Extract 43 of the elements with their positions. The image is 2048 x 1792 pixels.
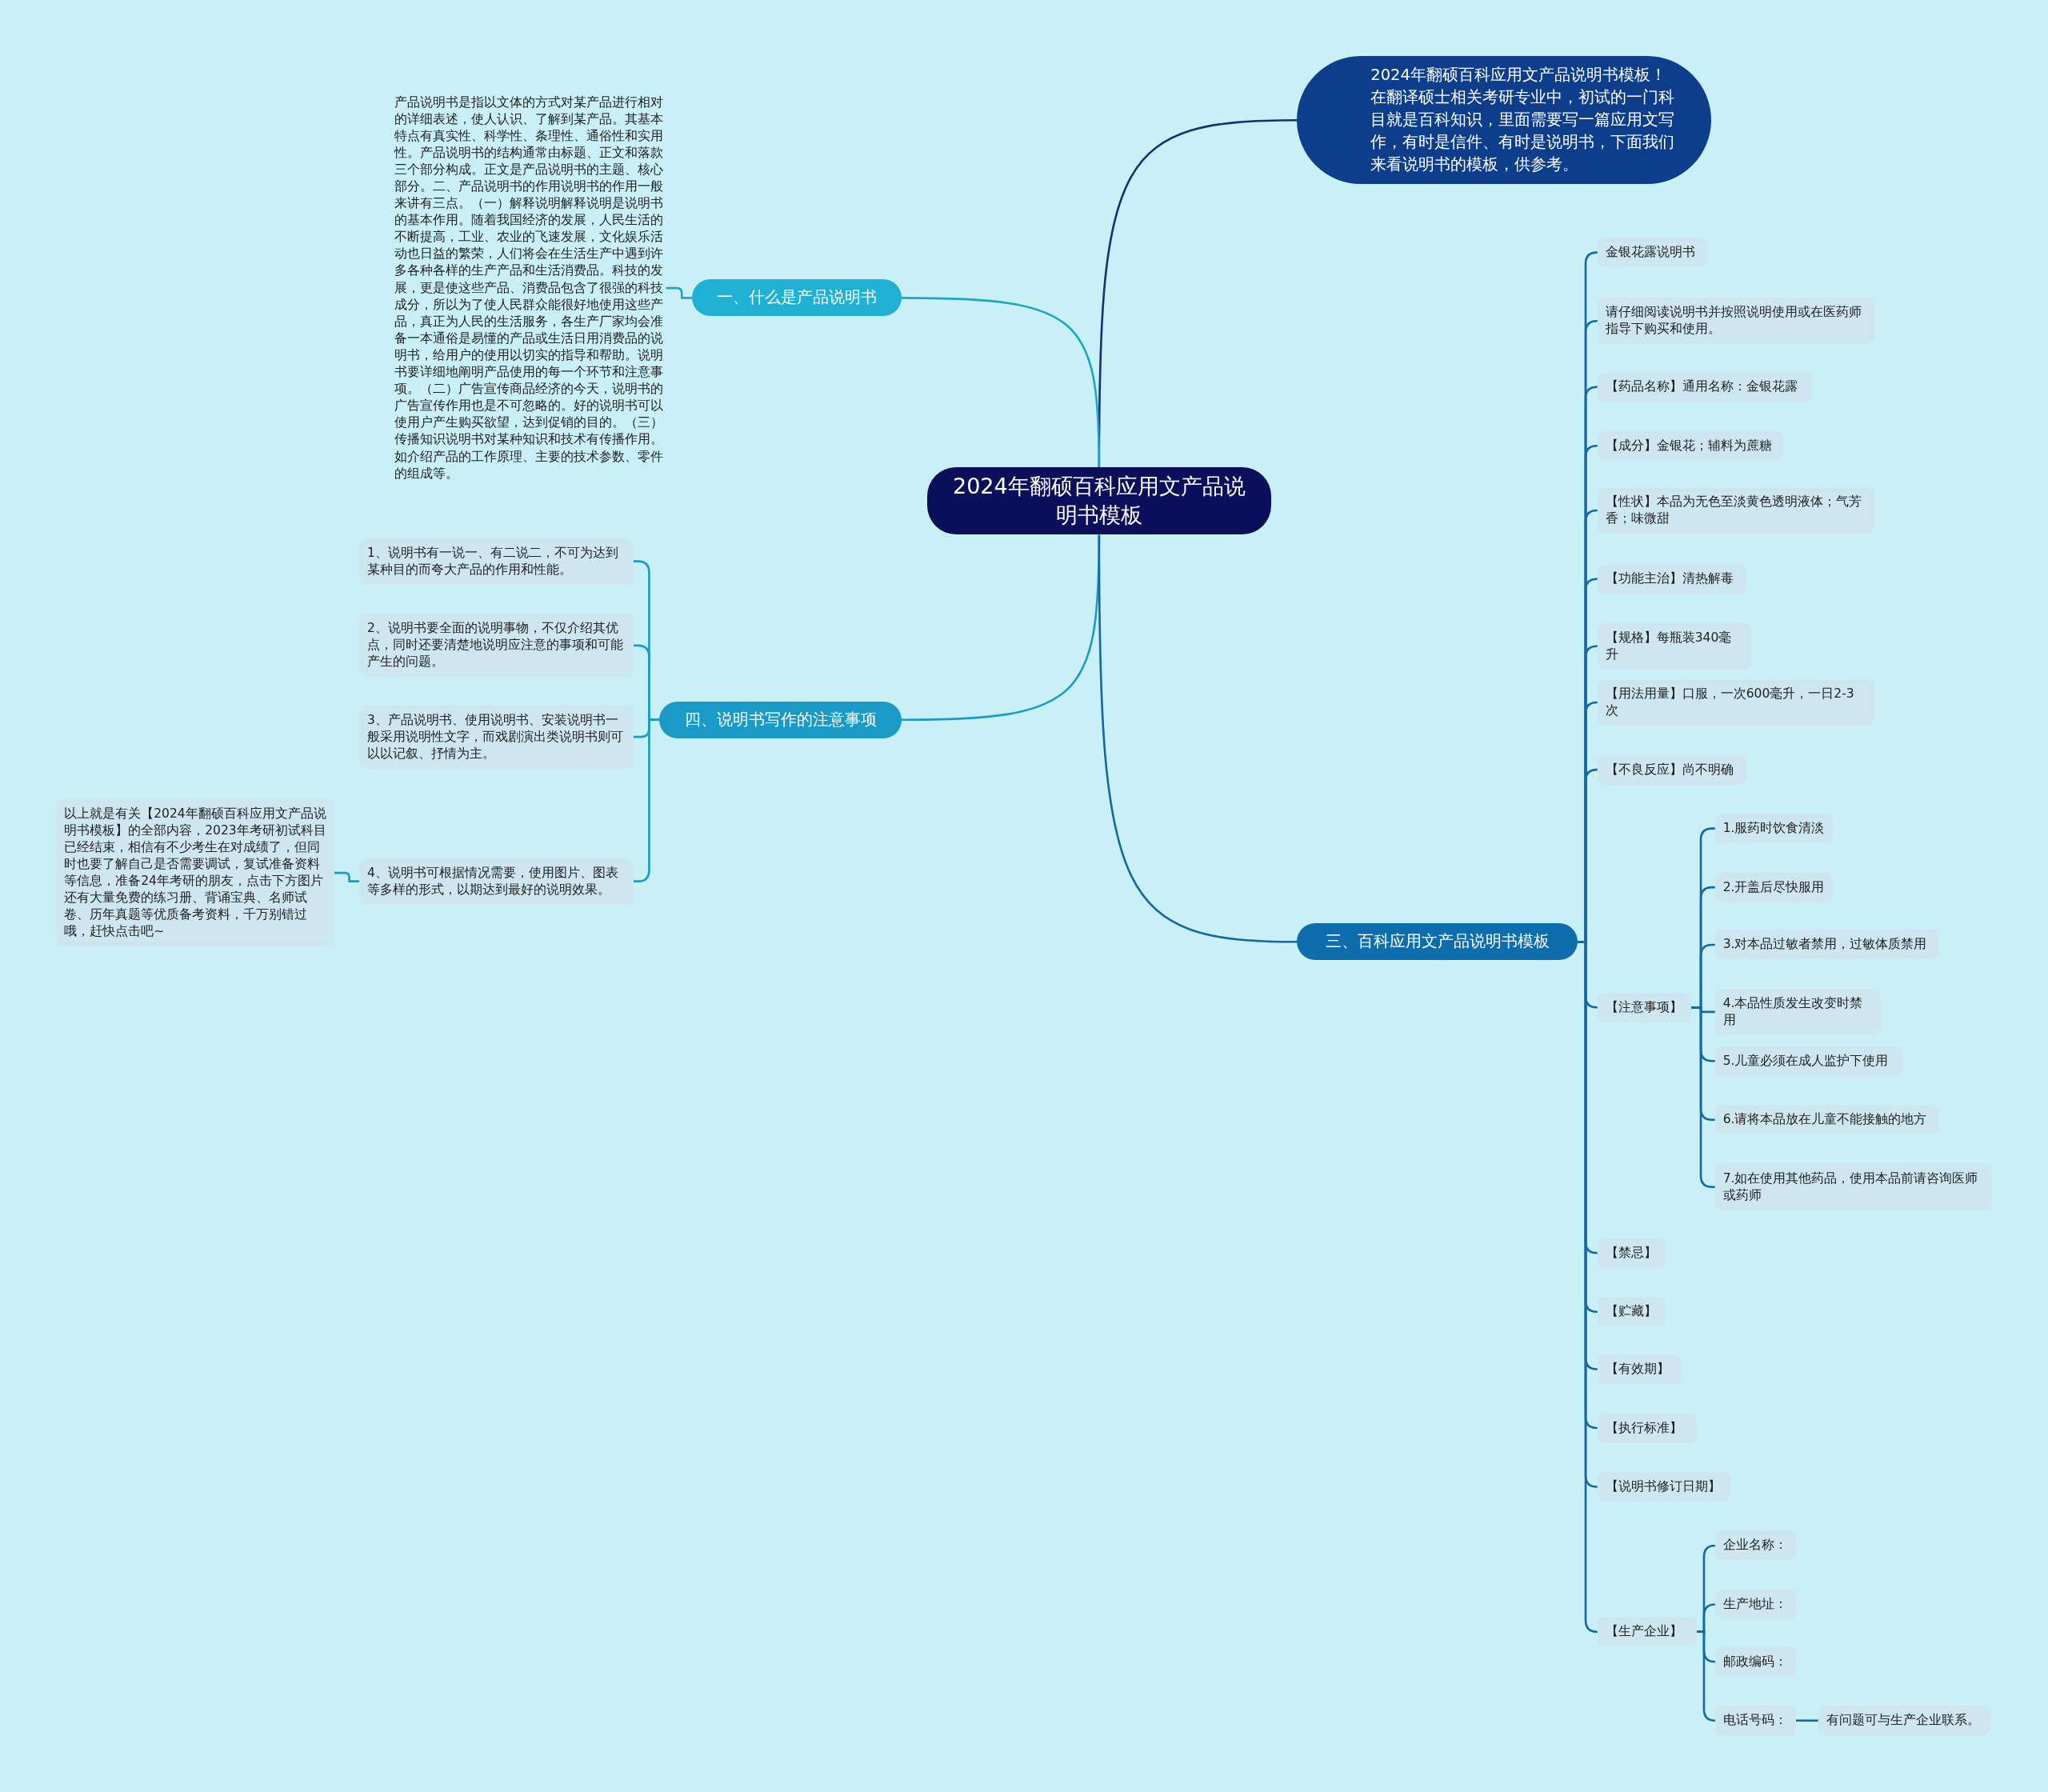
topic-box: 【药品名称】通用名称：金银花露 xyxy=(1597,372,1814,402)
topic-box: 【说明书修订日期】 xyxy=(1597,1472,1731,1502)
branch-topic: 三、百科应用文产品说明书模板 xyxy=(1297,923,1578,961)
topic-box: 【用法用量】口服，一次600毫升，一日2-3次 xyxy=(1597,678,1874,726)
topic-box: 7.如在使用其他药品，使用本品前请咨询医师或药师 xyxy=(1714,1163,1992,1210)
topic-box: 邮政编码： xyxy=(1714,1646,1796,1677)
topic-box: 【功能主治】清热解毒 xyxy=(1597,564,1746,594)
topic-box: 【性状】本品为无色至淡黄色透明液体；气芳香；味微甜 xyxy=(1597,486,1874,534)
topic-box: 4、说明书可根据情况需要，使用图片、图表等多样的形式，以期达到最好的说明效果。 xyxy=(358,858,634,905)
topic-box: 3、产品说明书、使用说明书、安装说明书一般采用说明性文字，而戏剧演出类说明书则可以以记叙、抒情为主。 xyxy=(358,705,634,769)
topic-box: 1.服药时饮食清淡 xyxy=(1714,814,1833,844)
connector-line xyxy=(1098,534,1298,943)
branch-topic: 四、说明书写作的注意事项 xyxy=(659,701,902,738)
connector-line xyxy=(666,286,693,299)
topic-box: 请仔细阅读说明书并按照说明使用或在医药师指导下购买和使用。 xyxy=(1597,298,1874,345)
topic-box: 【生产企业】 xyxy=(1597,1617,1697,1647)
connector-line xyxy=(901,297,1101,468)
topic-box: 有问题可与生产企业联系。 xyxy=(1818,1706,1991,1736)
topic-box: 【不良反应】尚不明确 xyxy=(1597,754,1746,785)
topic-box: 金银花露说明书 xyxy=(1597,238,1707,268)
connector-line xyxy=(334,871,359,882)
topic-box: 5.儿童必须在成人监护下使用 xyxy=(1714,1046,1903,1076)
topic-box: 6.请将本品放在儿童不能接触的地方 xyxy=(1714,1105,1940,1135)
topic-box: 以上就是有关【2024年翻硕百科应用文产品说明书模板】的全部内容，2023年考研初试科目已经结束，相信有不少考生在对成绩了，但同时也要了解自己是否需要调试，复试准备资料等信息，准备24年考研的朋友，点击下方图片还有大量免费的练习册、背诵宝典、名师试卷、历年真题等优质备考资料，千万别错过哦，赶快点击吧~ xyxy=(56,799,334,947)
topic-box: 4.本品性质发生改变时禁用 xyxy=(1714,988,1881,1035)
branch-topic: 一、什么是产品说明书 xyxy=(692,279,902,317)
topic-box: 2.开盖后尽快服用 xyxy=(1714,872,1833,902)
topic-box: 【规格】每瓶装340毫升 xyxy=(1597,622,1752,670)
topic-box: 1、说明书有一说一、有二说二，不可为达到某种目的而夸大产品的作用和性能。 xyxy=(358,538,634,585)
topic-box: 2、说明书要全面的说明事物，不仅介绍其优点，同时还要清楚地说明应注意的事项和可能产生的问题。 xyxy=(358,614,634,678)
topic-box: 【有效期】 xyxy=(1597,1354,1682,1385)
topic-box: 【注意事项】 xyxy=(1597,992,1692,1022)
paragraph-text: 产品说明书是指以文体的方式对某产品进行相对的详细表述，使人认识、了解到某产品。其基本特点有真实性、科学性、条理性、通俗性和实用性。产品说明书的结构通常由标题、正文和落款三个部分构成。正文是产品说明书的主题、核心部分。二、产品说明书的作用说明书的作用一般来讲有三点。（一）解释说明解释说明是说明书的基本作用。随着我国经济的发展，人民生活的不断提高，工业、农业的飞速发展，文化娱乐活动也日益的繁荣，人们将会在生活生产中遇到许多各种各样的生产产品和生活消费品。科技的发展，更是使这些产品、消费品包含了很强的科技成分，所以为了使人民群众能很好地使用这些产品，真正为人民的生活服务，各生产厂家均会准备一本通俗是易懂的产品或生活日用消费品的说明书，给用户的使用以切实的指导和帮助。说明书要详细地阐明产品使用的每一个环节和注意事项。（二）广告宣传商品经济的今天，说明书的广告宣传作用也是不可忽略的。好的说明书可以使用户产生购买欲望，达到促销的目的。（三）传播知识说明书对某种知识和技术有传播作用。如介绍产品的工作原理、主要的技术参数、零件的组成等。 xyxy=(394,94,666,482)
central-topic: 2024年翻硕百科应用文产品说明书模板 xyxy=(927,467,1271,535)
topic-box: 【贮藏】 xyxy=(1597,1297,1666,1327)
topic-box: 【成分】金银花；辅料为蔗糖 xyxy=(1597,430,1783,461)
topic-box: 【禁忌】 xyxy=(1597,1238,1666,1268)
connector-line xyxy=(1795,1719,1818,1722)
topic-box: 【执行标准】 xyxy=(1597,1413,1697,1443)
topic-box: 生产地址： xyxy=(1714,1589,1796,1619)
topic-box: 电话号码： xyxy=(1714,1706,1796,1736)
topic-box: 3.对本品过敏者禁用，过敏体质禁用 xyxy=(1714,930,1940,960)
topic-box: 企业名称： xyxy=(1714,1530,1796,1561)
